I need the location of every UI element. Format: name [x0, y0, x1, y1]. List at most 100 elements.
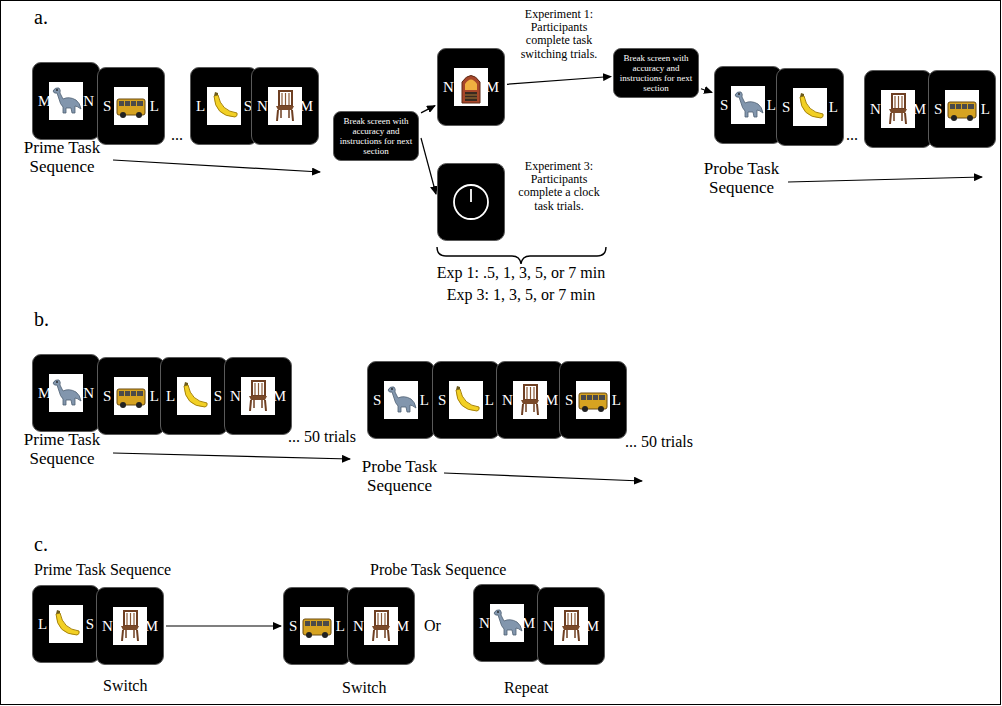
response-key: N	[870, 102, 881, 117]
stimulus-picture	[454, 68, 488, 106]
trial-screen: LS	[160, 357, 228, 435]
response-key: N	[353, 619, 364, 634]
stimulus-picture	[384, 381, 418, 419]
duration-note: Exp 1: .5, 1, 3, 5, or 7 min	[410, 264, 632, 282]
stimulus-picture	[113, 607, 147, 645]
trial-screen: SL	[928, 70, 996, 148]
stimulus-picture	[513, 381, 547, 419]
sequence-label: Prime Task Sequence	[12, 139, 112, 176]
trial-screen: SL	[97, 67, 165, 145]
sequence-label: Probe Task Sequence	[370, 561, 570, 579]
trial-count: ... 50 trials	[625, 433, 740, 451]
response-key: N	[83, 94, 94, 109]
flow-arrow	[701, 89, 712, 93]
response-key: S	[103, 389, 111, 404]
trial-screen: LS	[32, 585, 100, 663]
trial-type: Repeat	[504, 679, 574, 697]
panel-letter: b.	[34, 308, 74, 330]
stimulus-picture	[49, 605, 83, 643]
response-key: S	[373, 393, 381, 408]
sequence-arrow	[444, 473, 642, 481]
stimulus-picture	[49, 82, 83, 120]
response-key: S	[438, 393, 446, 408]
response-key: S	[289, 619, 297, 634]
stimulus-picture	[449, 381, 483, 419]
trial-screen: NM	[537, 587, 605, 665]
connector-word: Or	[424, 617, 464, 635]
stimulus-picture	[881, 90, 915, 128]
trial-screen: NM	[224, 357, 292, 435]
clock-screen	[438, 164, 505, 241]
trial-screen: SL	[97, 357, 165, 435]
response-key: L	[38, 617, 47, 632]
stimulus-picture	[49, 374, 83, 412]
response-key: N	[543, 619, 554, 634]
response-key: N	[443, 80, 454, 95]
sequence-label: Probe Task Sequence	[352, 458, 447, 495]
response-key: L	[485, 393, 494, 408]
stimulus-picture	[241, 377, 275, 415]
response-key: S	[214, 389, 222, 404]
trial-screen: SL	[367, 361, 435, 439]
response-key: L	[829, 100, 838, 115]
stimulus-picture	[300, 607, 334, 645]
stimulus-picture	[945, 90, 979, 128]
trial-type: Switch	[342, 679, 412, 697]
response-key: S	[720, 98, 728, 113]
response-key: M	[273, 389, 286, 404]
condition-note: Experiment 3: Participants complete a cl…	[510, 160, 608, 213]
panel-letter: a.	[34, 6, 74, 28]
response-key: M	[545, 393, 558, 408]
response-key: L	[767, 98, 776, 113]
trial-screen: NM	[864, 70, 932, 148]
ellipsis: ...	[171, 126, 195, 144]
response-key: L	[196, 99, 205, 114]
sequence-arrow	[113, 160, 320, 172]
trial-screen: NM	[96, 587, 164, 665]
response-key: S	[782, 100, 790, 115]
response-key: S	[103, 99, 111, 114]
duration-bracket	[437, 247, 606, 264]
clock-hand	[470, 189, 472, 202]
response-key: M	[38, 94, 51, 109]
stimulus-picture	[576, 381, 610, 419]
response-key: L	[150, 99, 159, 114]
condition-note: Experiment 1: Participants complete task…	[510, 8, 608, 61]
trial-count: ... 50 trials	[288, 428, 398, 446]
response-key: M	[522, 616, 535, 631]
stimulus-picture	[364, 607, 398, 645]
stimulus-picture	[114, 377, 148, 415]
response-key: L	[612, 393, 621, 408]
response-key: M	[913, 102, 926, 117]
response-key: L	[166, 389, 175, 404]
response-key: S	[565, 393, 573, 408]
response-key: M	[396, 619, 409, 634]
trial-screen: NM	[473, 584, 541, 662]
stimulus-picture	[114, 87, 148, 125]
stimulus-picture	[268, 87, 302, 125]
response-key: L	[420, 393, 429, 408]
flow-arrow	[421, 106, 435, 113]
sequence-arrow	[788, 177, 982, 182]
duration-note: Exp 3: 1, 3, 5, or 7 min	[410, 286, 632, 304]
stimulus-picture	[793, 88, 827, 126]
stimulus-picture	[490, 604, 524, 642]
trial-screen: SL	[776, 68, 844, 146]
sequence-arrow	[113, 453, 350, 459]
stimulus-picture	[177, 377, 211, 415]
trial-screen: SL	[714, 66, 782, 144]
clock-face	[454, 185, 488, 219]
trial-screen: NM	[251, 67, 319, 145]
response-key: L	[150, 389, 159, 404]
flow-arrow	[507, 77, 611, 85]
response-key: M	[586, 619, 599, 634]
response-key: M	[145, 619, 158, 634]
trial-screen: SL	[559, 361, 627, 439]
response-key: N	[479, 616, 490, 631]
stimulus-picture	[207, 87, 241, 125]
response-key: M	[38, 386, 51, 401]
branch-arrow	[421, 138, 436, 194]
response-key: L	[336, 619, 345, 634]
